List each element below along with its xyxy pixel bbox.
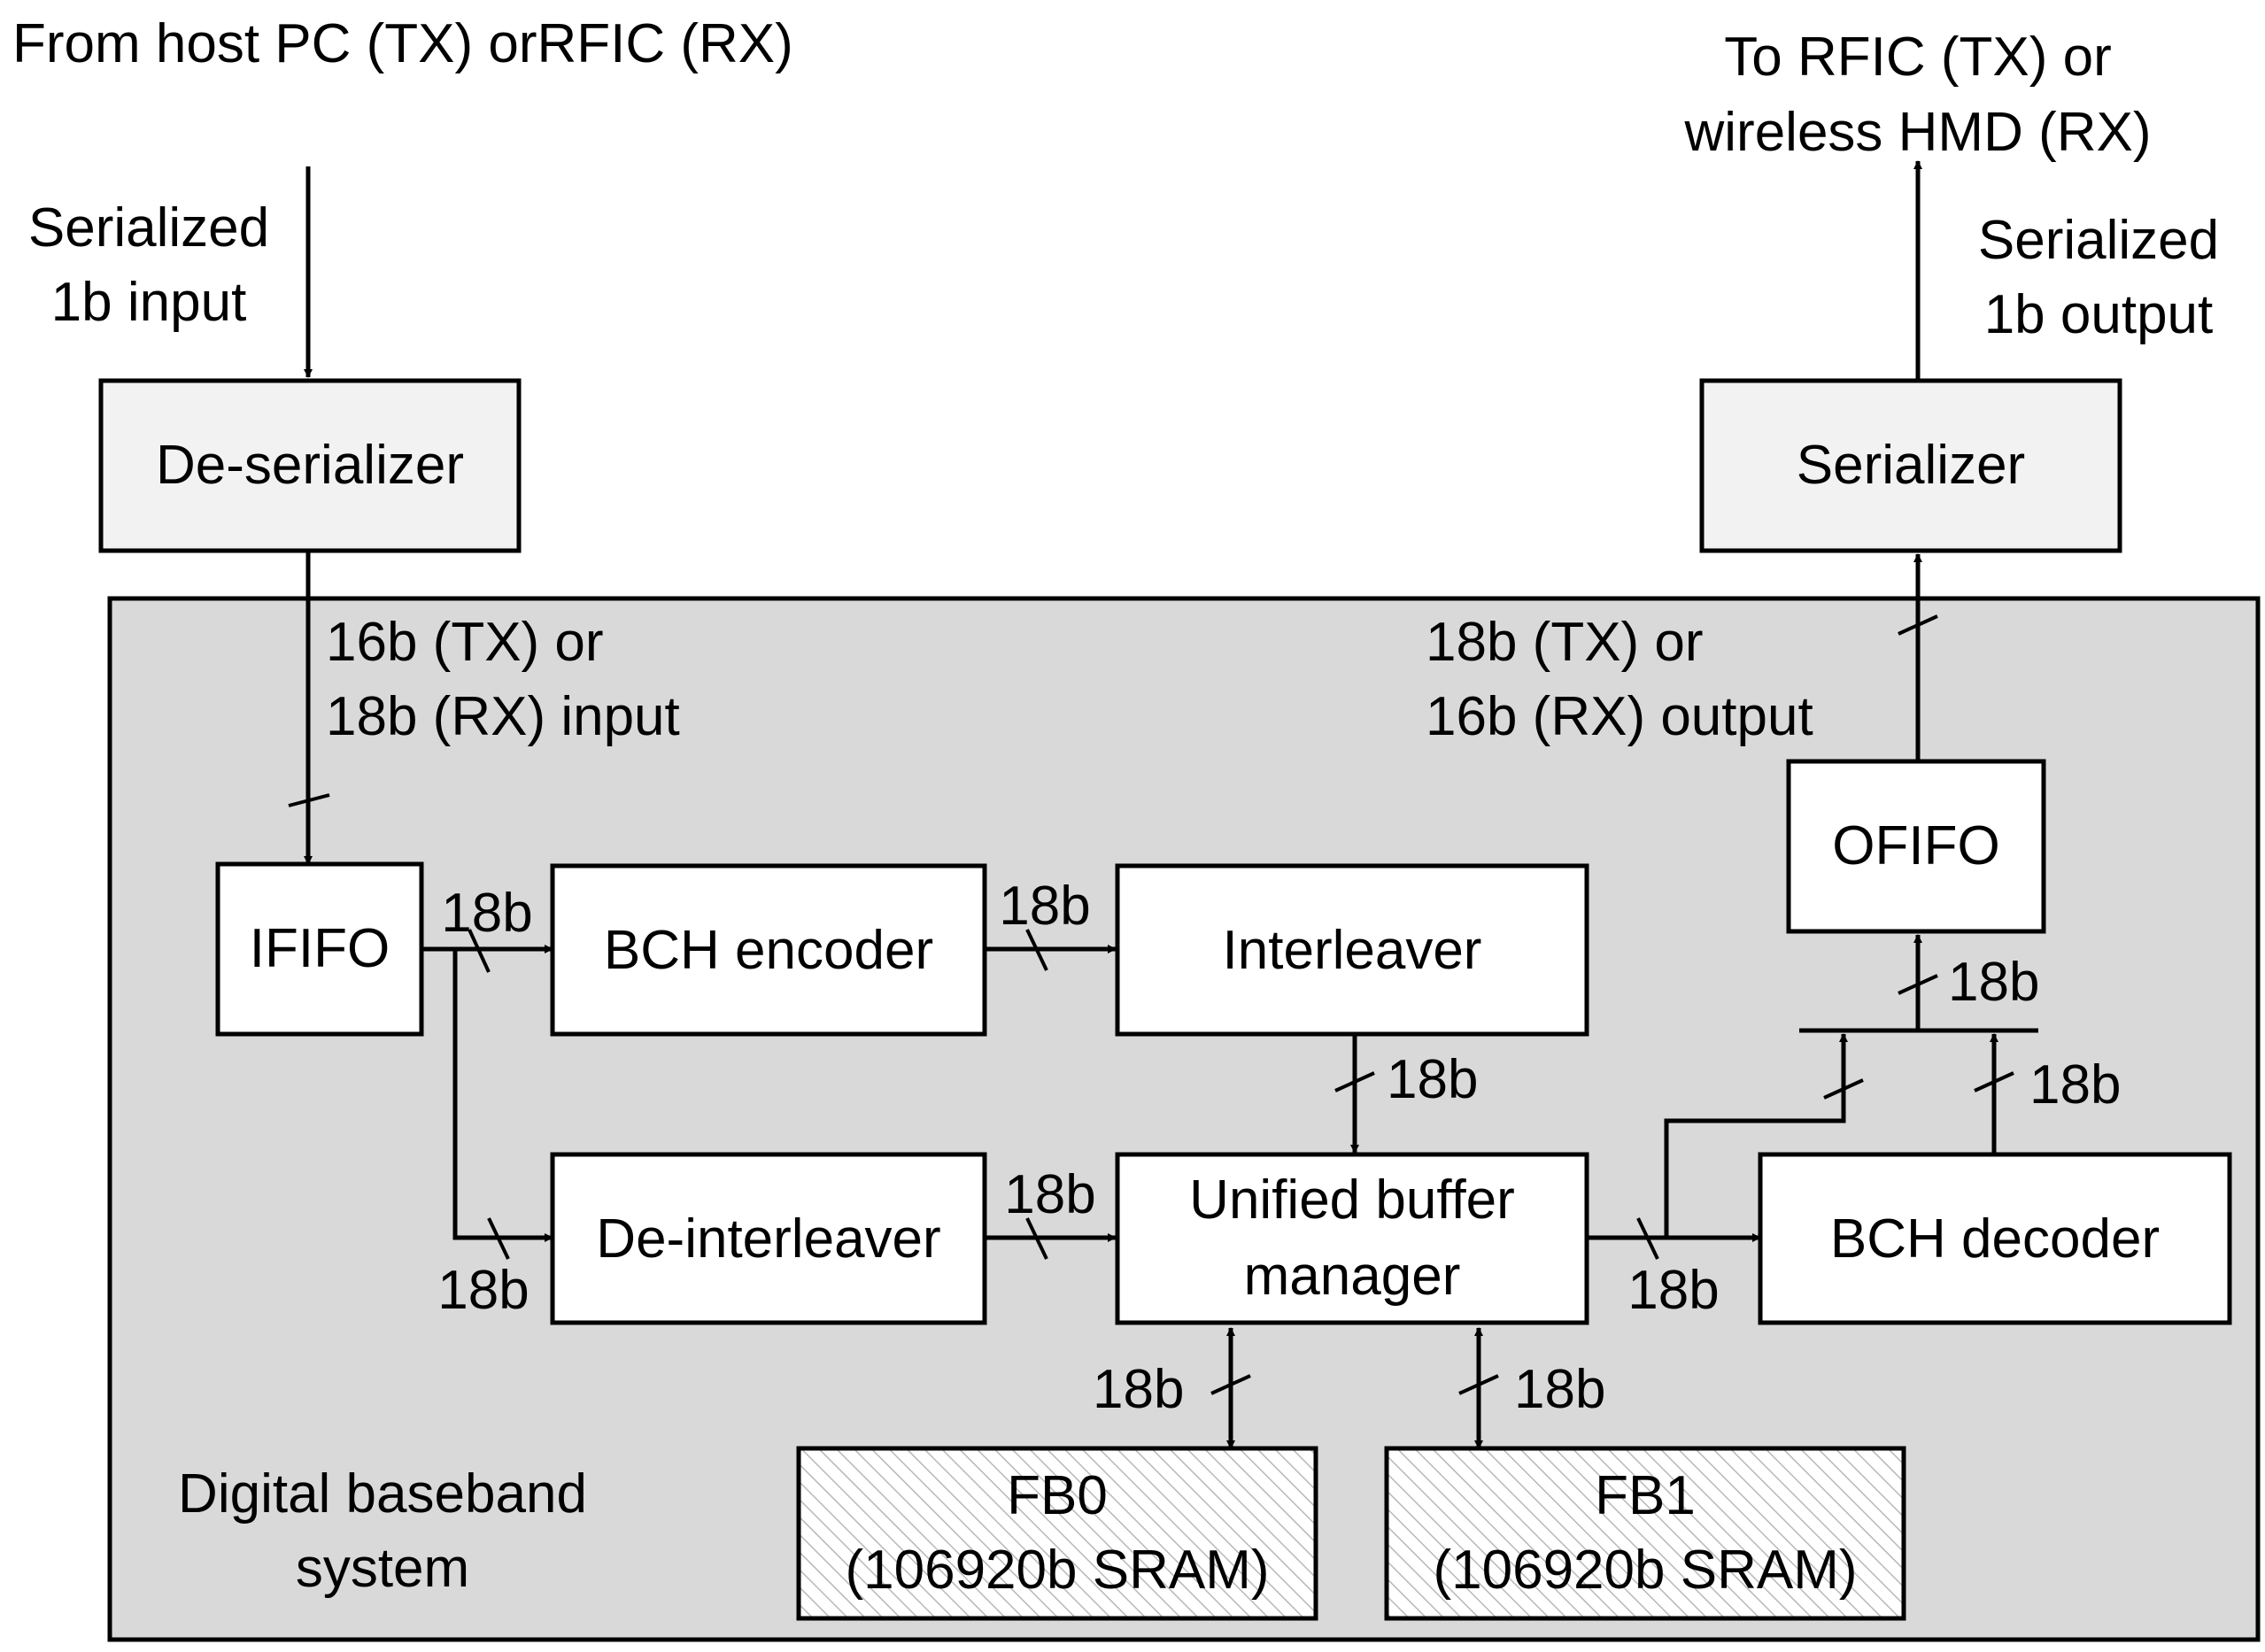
bus-label-deinterleaver-ubm: 18b <box>1004 1164 1095 1225</box>
serializer-label: Serializer <box>1797 435 2025 496</box>
ififo-block <box>215 861 424 1037</box>
input-width-label-line2: 18b (RX) input <box>326 686 680 747</box>
deinterleaver-block <box>550 1152 987 1325</box>
ififo-label: IFIFO <box>250 918 390 979</box>
destination-label-line2: wireless HMD (RX) <box>1684 102 2152 163</box>
system-label-line2: system <box>296 1538 469 1599</box>
input-label-line2: 1b input <box>51 272 247 333</box>
bch-decoder-label: BCH decoder <box>1830 1208 2160 1270</box>
output-width-label-line1: 18b (TX) or <box>1426 612 1704 673</box>
bus-label-ubm-fb1: 18b <box>1514 1359 1605 1420</box>
bch-encoder-block <box>550 863 987 1037</box>
bus-label-interleaver-ubm: 18b <box>1387 1049 1478 1110</box>
deserializer-block <box>98 378 522 553</box>
deinterleaver-label: De-interleaver <box>596 1208 940 1270</box>
bus-label-ififo-encoder: 18b <box>441 883 532 944</box>
system-label-line1: Digital baseband <box>178 1463 587 1525</box>
bus-label-mux-ofifo: 18b <box>1948 952 2039 1013</box>
bch-encoder-label: BCH encoder <box>604 920 933 981</box>
input-label-line1: Serialized <box>28 197 269 259</box>
bus-label-ubm-decoder: 18b <box>1627 1260 1719 1321</box>
fb1-label-line1: FB1 <box>1595 1465 1696 1526</box>
bus-label-decoder-mux: 18b <box>2029 1054 2121 1115</box>
fb0-sram-block <box>796 1446 1318 1621</box>
bus-label-ubm-fb0: 18b <box>1093 1359 1184 1420</box>
interleaver-block <box>1115 863 1589 1037</box>
ofifo-label: OFIFO <box>1832 815 1999 876</box>
source-label: From host PC (TX) orRFIC (RX) <box>12 13 793 74</box>
fb0-label-line2: (106920b SRAM) <box>845 1540 1269 1601</box>
fb1-label-line2: (106920b SRAM) <box>1433 1540 1857 1601</box>
bus-label-ififo-deinterleaver: 18b <box>437 1260 529 1321</box>
signal-wires <box>288 160 2038 1449</box>
output-width-label-line2: 16b (RX) output <box>1426 686 1813 747</box>
destination-label-line1: To RFIC (TX) or <box>1724 27 2111 88</box>
unified-buffer-manager-block <box>1115 1152 1589 1325</box>
output-label-line2: 1b output <box>1984 284 2214 345</box>
bus-label-encoder-interleaver: 18b <box>999 876 1090 937</box>
interleaver-label: Interleaver <box>1223 920 1482 981</box>
fb0-label-line1: FB0 <box>1007 1465 1108 1526</box>
bch-decoder-block <box>1758 1152 2232 1325</box>
deserializer-label: De-serializer <box>156 435 464 496</box>
unified-buffer-manager-label-line2: manager <box>1244 1246 1461 1307</box>
unified-buffer-manager-label-line1: Unified buffer <box>1189 1170 1515 1231</box>
fb1-sram-block <box>1384 1446 1906 1621</box>
ofifo-block <box>1786 759 2046 934</box>
serializer-block <box>1699 378 2122 553</box>
output-label-line1: Serialized <box>1978 210 2219 271</box>
input-width-label-line1: 16b (TX) or <box>326 612 604 673</box>
